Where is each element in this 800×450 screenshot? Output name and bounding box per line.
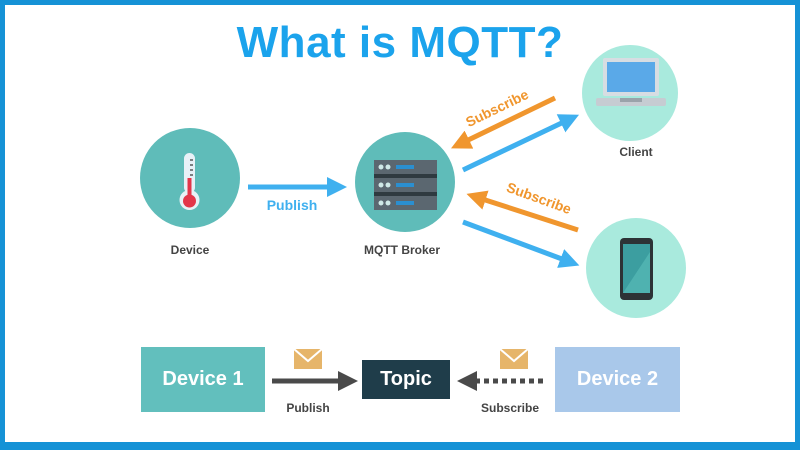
device1-label: Device 1 (162, 368, 244, 390)
device2-box: Device 2 (555, 347, 680, 412)
topic-label: Topic (380, 368, 432, 390)
broker-label: MQTT Broker (363, 243, 441, 257)
laptop-icon (596, 58, 666, 106)
envelope-icon (499, 348, 529, 369)
deliver-arrow-phone (462, 219, 580, 268)
thermometer-icon (179, 153, 200, 210)
device-node (140, 128, 240, 228)
bottom-publish-label: Publish (286, 401, 330, 415)
subscribe-arrow-client (450, 95, 557, 149)
publish-label: Publish (266, 197, 318, 213)
client-node (582, 45, 678, 141)
phone-node (586, 218, 686, 318)
deliver-arrow-client (461, 114, 580, 173)
topic-box: Topic (362, 360, 450, 399)
server-icon (374, 160, 437, 210)
bottom-subscribe-label: Subscribe (480, 401, 540, 415)
envelope-icon (293, 348, 323, 369)
client-label: Client (619, 145, 653, 159)
page-title: What is MQTT? (236, 18, 564, 67)
subscribe-arrow-phone (466, 190, 579, 233)
device2-label: Device 2 (576, 368, 659, 390)
smartphone-icon (620, 238, 653, 300)
device1-box: Device 1 (141, 347, 265, 412)
broker-node (355, 132, 455, 232)
device-label: Device (170, 243, 210, 257)
